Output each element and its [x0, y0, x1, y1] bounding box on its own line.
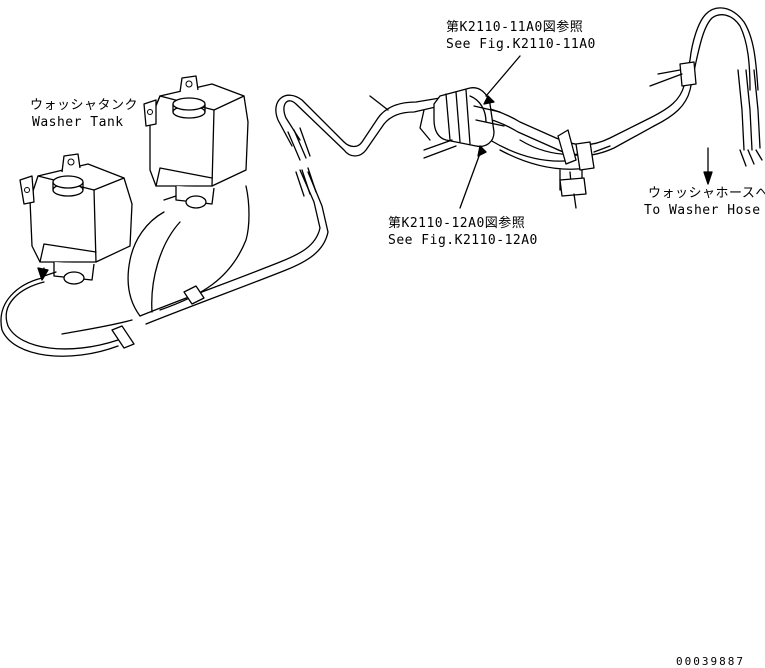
drawing-number: 00039887	[676, 655, 745, 668]
ref-label-mid-en: See Fig.K2110-12A0	[388, 233, 538, 248]
washer-tank-front-icon	[19, 153, 133, 285]
ref-label-top-jp: 第K2110-11A0図参照	[446, 20, 584, 35]
wire-harness	[0, 7, 763, 357]
tank-label-en: Washer Tank	[32, 115, 124, 130]
grommet-icon	[419, 87, 505, 159]
ref-label-mid-jp: 第K2110-12A0図参照	[388, 216, 526, 231]
washer-tank-rear-icon	[143, 75, 249, 209]
leader-lines	[37, 55, 713, 281]
hose-label-jp: ウォッシャホースへ	[648, 186, 765, 201]
hose-label-en: To Washer Hose	[644, 203, 761, 218]
ref-label-top-en: See Fig.K2110-11A0	[446, 37, 596, 52]
tank-label-jp: ウォッシャタンク	[30, 98, 139, 113]
